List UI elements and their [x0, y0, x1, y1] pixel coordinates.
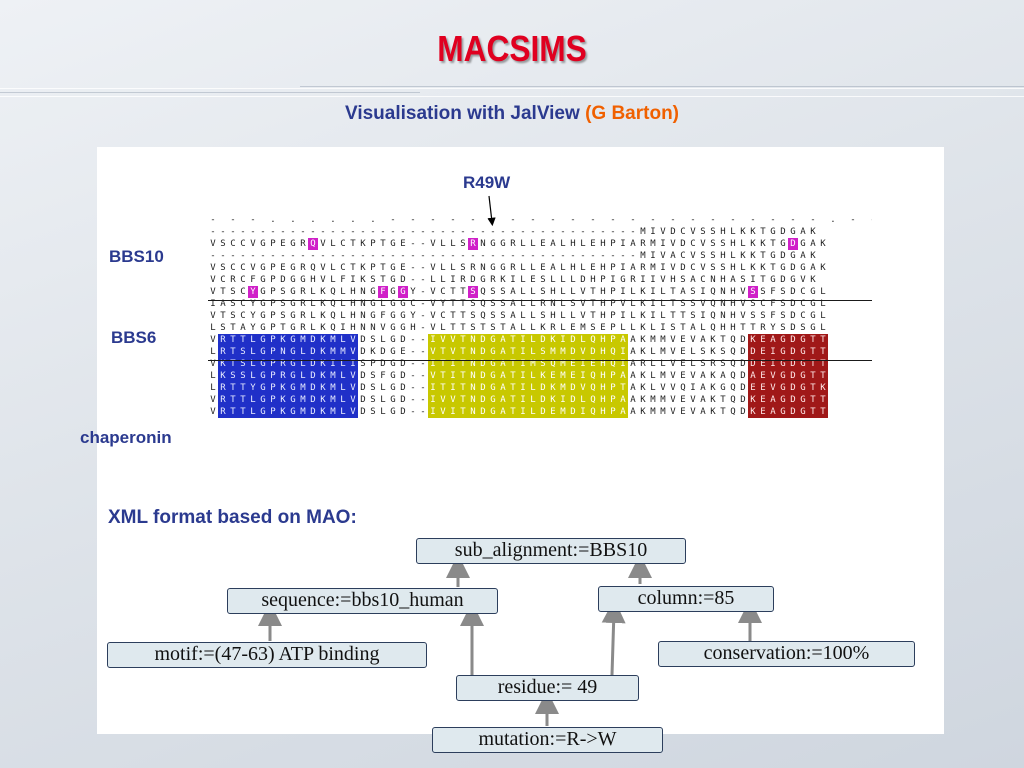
group-label-bbs10: BBS10 [109, 247, 164, 266]
subtitle-main: Visualisation with JalView [345, 103, 580, 124]
alignment-group-separator [208, 360, 872, 361]
slide-subtitle: Visualisation with JalView (G Barton) [0, 103, 1024, 125]
alignment-row: - - - . . . . . . - - - - - - - - - - - … [210, 215, 872, 225]
jalview-alignment: - - - . . . . . . - - - - - - - - - - - … [208, 214, 872, 472]
mutation-label: R49W [463, 173, 511, 192]
node-sub-alignment: sub_alignment:=BBS10 [416, 538, 686, 564]
node-residue: residue:= 49 [456, 675, 639, 701]
arrow-residue-to-column [601, 599, 626, 676]
background-decor-line [300, 86, 1024, 87]
subtitle-credit: (G Barton) [585, 103, 679, 124]
node-motif: motif:=(47-63) ATP binding [107, 642, 427, 668]
group-label-chaperonin: chaperonin [80, 428, 172, 447]
group-label-bbs6: BBS6 [111, 328, 157, 347]
background-decor-line [0, 88, 1024, 89]
slide-title: MACSIMS [437, 28, 587, 69]
content-panel [97, 147, 944, 734]
node-sequence: sequence:=bbs10_human [227, 588, 498, 614]
node-conservation: conservation:=100% [658, 641, 915, 667]
alignment-row: ----------------------------------------… [210, 251, 816, 261]
background-decor-line [0, 92, 420, 93]
mutation-pointer-arrow [487, 195, 496, 227]
node-column: column:=85 [598, 586, 774, 612]
node-mutation: mutation:=R->W [432, 727, 663, 753]
alignment-row: ----------------------------------------… [210, 227, 816, 237]
background-decor-line [0, 96, 1024, 97]
xml-heading: XML format based on MAO: [108, 507, 357, 528]
alignment-group-separator [208, 300, 872, 301]
